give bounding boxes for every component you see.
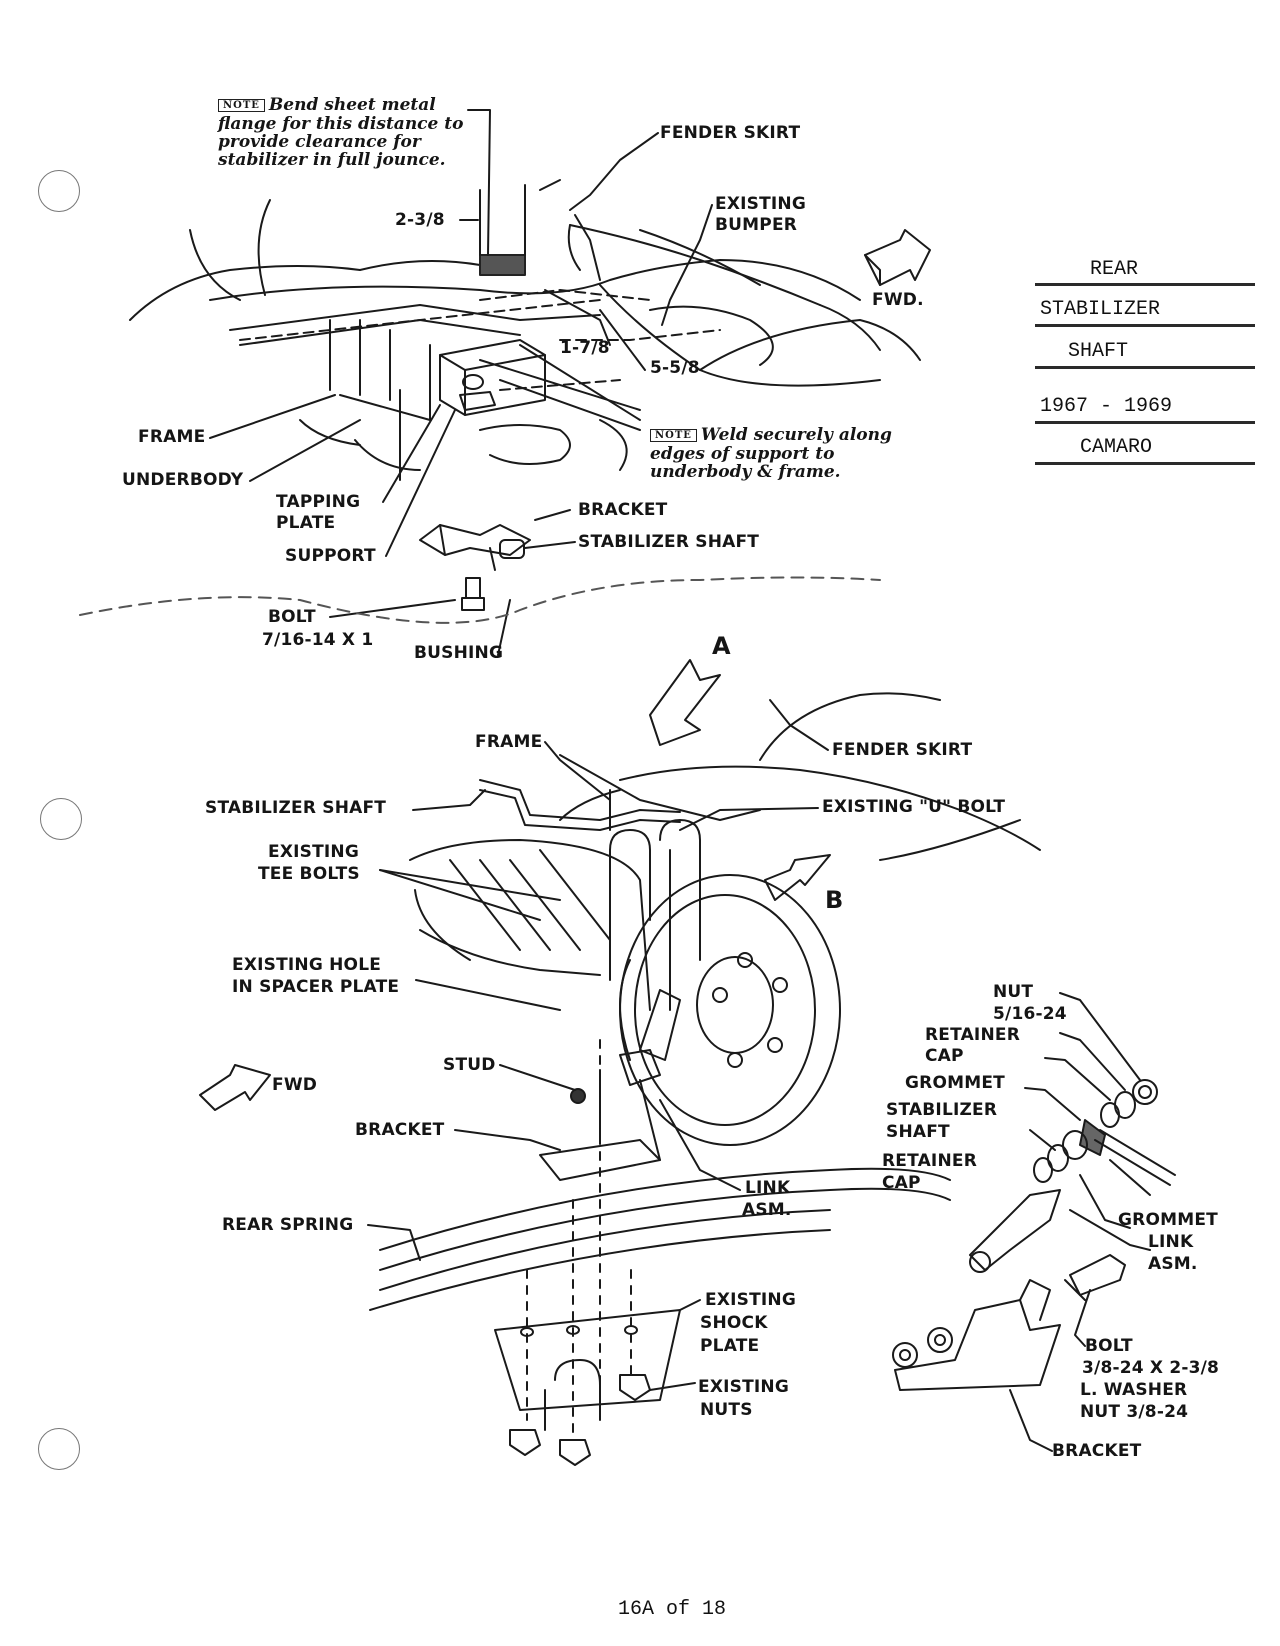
label-bracket-top: BRACKET [578,500,668,520]
label-existing-tee-bolts-1: EXISTING [268,842,359,862]
label-frame-top: FRAME [138,427,206,447]
label-underbody: UNDERBODY [122,470,244,490]
label-stud: STUD [443,1055,496,1075]
note-bend-flange-text: Bend sheet metal flange for this distanc… [218,95,464,170]
label-rear-spring: REAR SPRING [222,1215,354,1235]
title-block-rules [1035,283,1255,465]
label-fwd-top: FWD. [872,290,924,310]
label-fwd-bottom: FWD [272,1075,318,1095]
label-stabilizer-shaft-detail-a: STABILIZER [886,1100,998,1120]
label-existing-u-bolt: EXISTING "U" BOLT [822,797,1006,817]
label-existing-bumper: EXISTING BUMPER [715,194,806,235]
punch-hole-bottom [38,1428,80,1470]
title-shaft: SHAFT [1068,340,1129,363]
label-bracket-detail: BRACKET [1052,1441,1142,1461]
title-stabilizer: STABILIZER [1040,298,1161,321]
title-rear: REAR [1090,258,1139,281]
label-washer: L. WASHER [1080,1380,1188,1400]
label-bolt-top: BOLT [268,607,316,627]
label-link-asm-1: LINK [745,1178,791,1198]
title-model: CAMARO [1080,436,1153,459]
note-tag: NOTE [218,99,265,112]
label-link-asm-detail-2: ASM. [1148,1254,1198,1274]
label-bracket-bottom: BRACKET [355,1120,445,1140]
label-bolt-size-top: 7/16-14 X 1 [262,630,374,650]
top-view-sketch [129,179,931,481]
label-grommet-1: GROMMET [905,1073,1005,1093]
label-bolt-size-detail: 3/8-24 X 2-3/8 [1082,1358,1220,1378]
label-fender-skirt-bottom: FENDER SKIRT [832,740,973,760]
label-nut-size: 5/16-24 [993,1004,1067,1024]
note-tag-2: NOTE [650,429,697,442]
title-years: 1967 - 1969 [1040,395,1173,418]
detail-view-leaders [1009,992,1151,1452]
label-existing-tee-bolts-2: TEE BOLTS [258,864,360,884]
label-retainer-cap-2b: CAP [882,1173,921,1193]
detail-view-sketch [892,1079,1176,1391]
top-view-leaders [209,109,713,656]
label-fender-skirt-top: FENDER SKIRT [660,123,801,143]
label-link-asm-detail-1: LINK [1148,1232,1194,1252]
label-existing-shock-plate-1: EXISTING [705,1290,796,1310]
label-tapping-plate: TAPPING PLATE [276,492,361,533]
label-existing-shock-plate-3: PLATE [700,1336,760,1356]
label-stabilizer-shaft-detail-b: SHAFT [886,1122,950,1142]
note-weld-text: Weld securely along edges of support to … [650,425,892,482]
page-number: 16A of 18 [618,1598,727,1621]
punch-hole-middle [40,798,82,840]
label-existing-hole-1: EXISTING HOLE [232,955,382,975]
label-retainer-cap-2a: RETAINER [882,1151,977,1171]
label-stabilizer-shaft-bottom: STABILIZER SHAFT [205,798,387,818]
label-existing-nuts-2: NUTS [700,1400,753,1420]
label-retainer-cap-1b: CAP [925,1046,964,1066]
label-view-b: B [825,886,844,914]
label-bushing: BUSHING [414,643,504,663]
label-dim-1-7-8: 1-7/8 [560,338,610,358]
bottom-view-leaders [367,699,829,1391]
label-stabilizer-shaft-top: STABILIZER SHAFT [578,532,760,552]
punch-hole-top [38,170,80,212]
label-dim-5-5-8: 5-5/8 [650,358,700,378]
label-nut: NUT [993,982,1034,1002]
bottom-view-sketch [199,659,1041,1466]
label-dim-2-3-8: 2-3/8 [395,210,445,230]
top-view-parts [419,524,531,611]
label-existing-hole-2: IN SPACER PLATE [232,977,400,997]
label-existing-shock-plate-2: SHOCK [700,1313,768,1333]
label-existing-nuts-1: EXISTING [698,1377,789,1397]
label-nut-3-8-24: NUT 3/8-24 [1080,1402,1189,1422]
label-view-a: A [712,632,731,660]
label-grommet-2: GROMMET [1118,1210,1218,1230]
label-link-asm-2: ASM. [742,1200,792,1220]
label-support: SUPPORT [285,546,376,566]
label-bolt-detail: BOLT [1085,1336,1133,1356]
label-retainer-cap-1a: RETAINER [925,1025,1020,1045]
label-frame-bottom: FRAME [475,732,543,752]
